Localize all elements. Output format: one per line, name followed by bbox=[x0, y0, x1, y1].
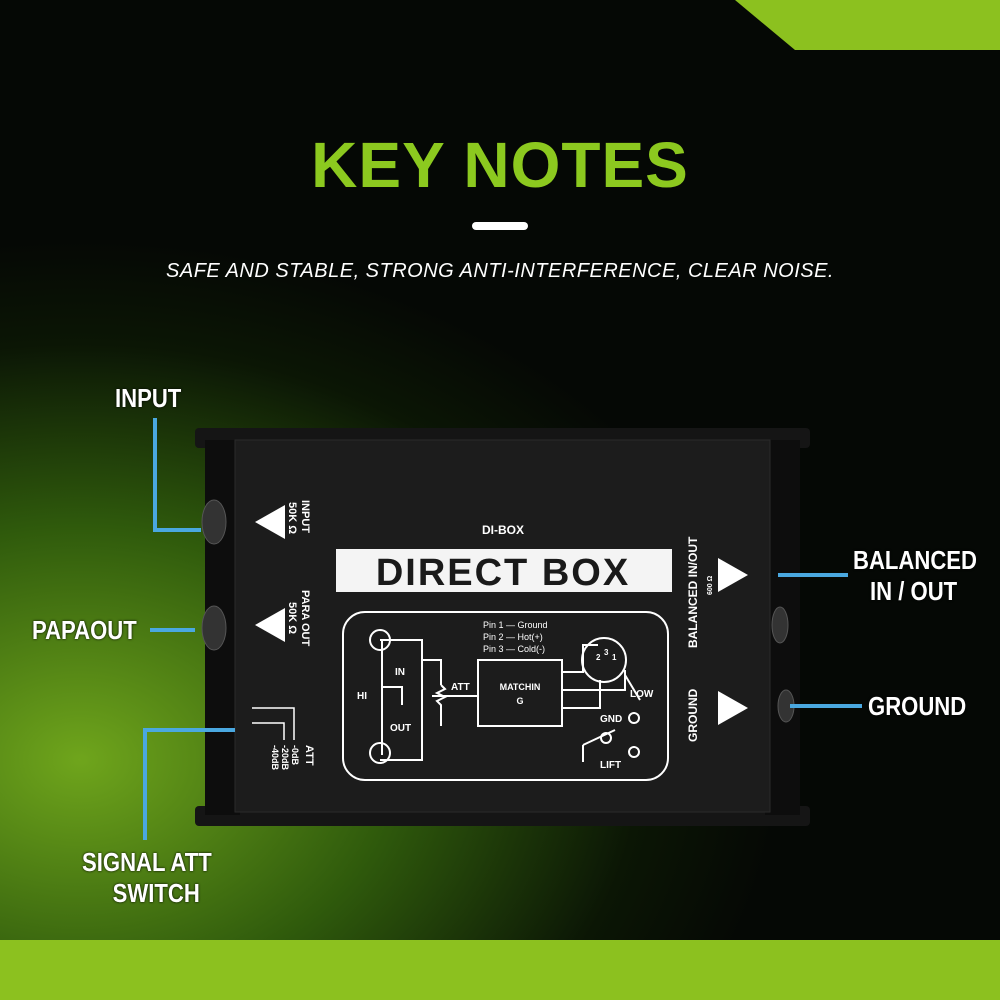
svg-text:50K Ω: 50K Ω bbox=[286, 602, 298, 634]
svg-text:DI-BOX: DI-BOX bbox=[482, 523, 524, 537]
svg-text:Pin 1 — Ground: Pin 1 — Ground bbox=[483, 620, 548, 630]
balanced-label: BALANCED IN/OUT bbox=[686, 536, 700, 648]
att-callout-line bbox=[143, 728, 147, 840]
svg-text:LOW: LOW bbox=[630, 689, 654, 700]
svg-text:OUT: OUT bbox=[390, 723, 411, 734]
input-callout-line bbox=[153, 418, 157, 532]
balanced-callout-line bbox=[778, 573, 848, 577]
svg-text:Pin 3 — Cold(-): Pin 3 — Cold(-) bbox=[483, 644, 545, 654]
svg-text:2: 2 bbox=[596, 653, 601, 662]
svg-text:600 Ω: 600 Ω bbox=[707, 575, 714, 595]
input-jack bbox=[201, 499, 227, 545]
svg-text:1: 1 bbox=[612, 653, 617, 662]
svg-text:HI: HI bbox=[357, 691, 367, 702]
title-divider bbox=[472, 222, 528, 230]
svg-text:GND: GND bbox=[600, 714, 622, 725]
callout-input: INPUT bbox=[115, 383, 182, 413]
svg-text:50K Ω: 50K Ω bbox=[286, 502, 298, 534]
para-out-label: PARA OUT bbox=[299, 590, 311, 647]
para-out-jack bbox=[201, 605, 227, 651]
callout-ground: GROUND bbox=[868, 691, 967, 721]
page-subtitle: SAFE AND STABLE, STRONG ANTI-INTERFERENC… bbox=[166, 260, 834, 282]
svg-text:ATT: ATT bbox=[451, 682, 470, 693]
svg-text:ATT: ATT bbox=[303, 745, 315, 766]
paraout-callout-line bbox=[150, 628, 195, 632]
ground-label: GROUND bbox=[686, 688, 700, 742]
svg-text:Pin 2 — Hot(+): Pin 2 — Hot(+) bbox=[483, 632, 543, 642]
input-label: INPUT bbox=[299, 500, 311, 533]
callout-balanced: BALANCED IN / OUT bbox=[853, 545, 978, 606]
svg-text:G: G bbox=[516, 696, 523, 706]
svg-text:-40dB: -40dB bbox=[270, 745, 280, 771]
svg-text:3: 3 bbox=[604, 648, 609, 657]
svg-text:LIFT: LIFT bbox=[600, 760, 621, 771]
page-title: KEY NOTES bbox=[311, 129, 689, 201]
ground-callout-line bbox=[790, 704, 862, 708]
bottom-bar bbox=[0, 940, 1000, 1000]
callout-signal-att: SIGNAL ATT SWITCH bbox=[82, 847, 212, 908]
svg-text:MATCHIN: MATCHIN bbox=[500, 682, 541, 692]
svg-text:-20dB: -20dB bbox=[280, 745, 290, 771]
svg-text:IN: IN bbox=[395, 667, 405, 678]
callout-paraout: PAPAOUT bbox=[32, 615, 137, 645]
device-name: DIRECT BOX bbox=[376, 552, 630, 594]
svg-text:-0dB: -0dB bbox=[290, 745, 300, 766]
